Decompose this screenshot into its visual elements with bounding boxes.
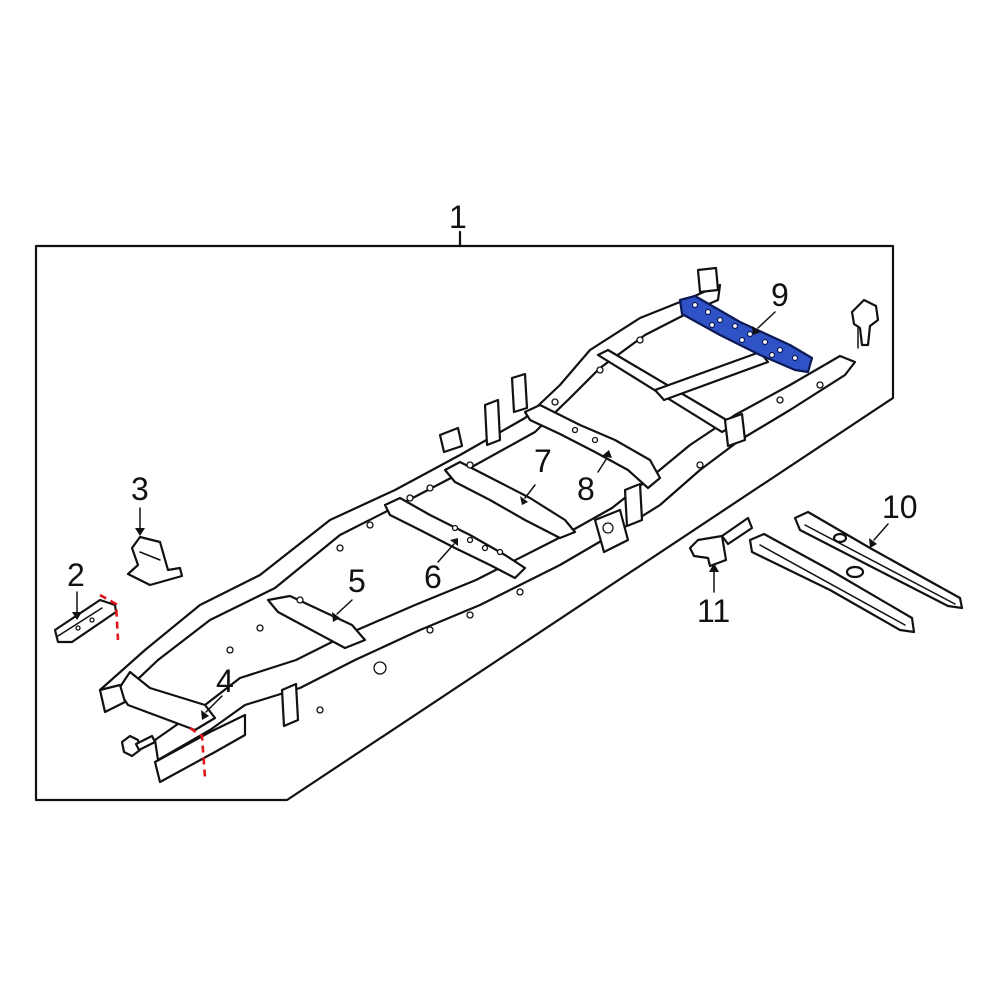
cut-line-2: [99, 593, 120, 641]
callout-1: 1: [449, 199, 467, 235]
cut-line-4: [189, 726, 207, 779]
callout-6: 6: [424, 559, 442, 595]
callout-10: 10: [882, 489, 918, 525]
callout-11: 11: [697, 593, 730, 629]
rear-bracket[interactable]: [850, 298, 880, 349]
callout-8: 8: [577, 471, 595, 507]
part-3-bracket[interactable]: [126, 535, 184, 587]
cross-member-7[interactable]: [443, 460, 577, 540]
part-11-bracket[interactable]: [688, 516, 754, 568]
callout-9: 9: [771, 277, 789, 313]
callout-labels: 1 2 3 4 5 6 7 8 9 10 11: [67, 199, 918, 699]
leader-arrows: [72, 311, 889, 720]
cross-member-6[interactable]: [383, 496, 527, 580]
cross-member-9-highlighted[interactable]: [678, 294, 814, 374]
frame-holes: [226, 336, 824, 714]
mount-bracket-a[interactable]: [483, 398, 502, 447]
cross-member-9-holes: [691, 301, 799, 362]
callout-2: 2: [67, 557, 85, 593]
mount-bracket-b[interactable]: [510, 372, 529, 414]
part-2-rail-extension[interactable]: [53, 593, 120, 644]
mount-bracket-e[interactable]: [280, 682, 300, 728]
cross-member-8[interactable]: [523, 403, 662, 490]
rear-cross-bar-2[interactable]: [653, 350, 770, 402]
front-left-horn[interactable]: [98, 683, 127, 714]
callout-5: 5: [348, 563, 366, 599]
callout-7: 7: [534, 443, 552, 479]
callout-4: 4: [216, 663, 234, 699]
frame-assembly[interactable]: [98, 266, 857, 784]
rear-end-cap[interactable]: [696, 266, 720, 294]
front-cross-member[interactable]: [116, 670, 217, 732]
front-right-horn[interactable]: [153, 713, 247, 784]
bolt-icon[interactable]: [120, 734, 157, 758]
left-side-rail[interactable]: [98, 283, 722, 700]
mount-bracket-g[interactable]: [723, 412, 747, 448]
mount-bracket-c[interactable]: [438, 426, 464, 454]
cross-member-5[interactable]: [266, 594, 367, 650]
callout-3: 3: [131, 471, 149, 507]
mount-bracket-d[interactable]: [623, 482, 644, 528]
part-10-skid-plate[interactable]: [748, 510, 964, 634]
assembly-boundary: [34, 230, 895, 802]
